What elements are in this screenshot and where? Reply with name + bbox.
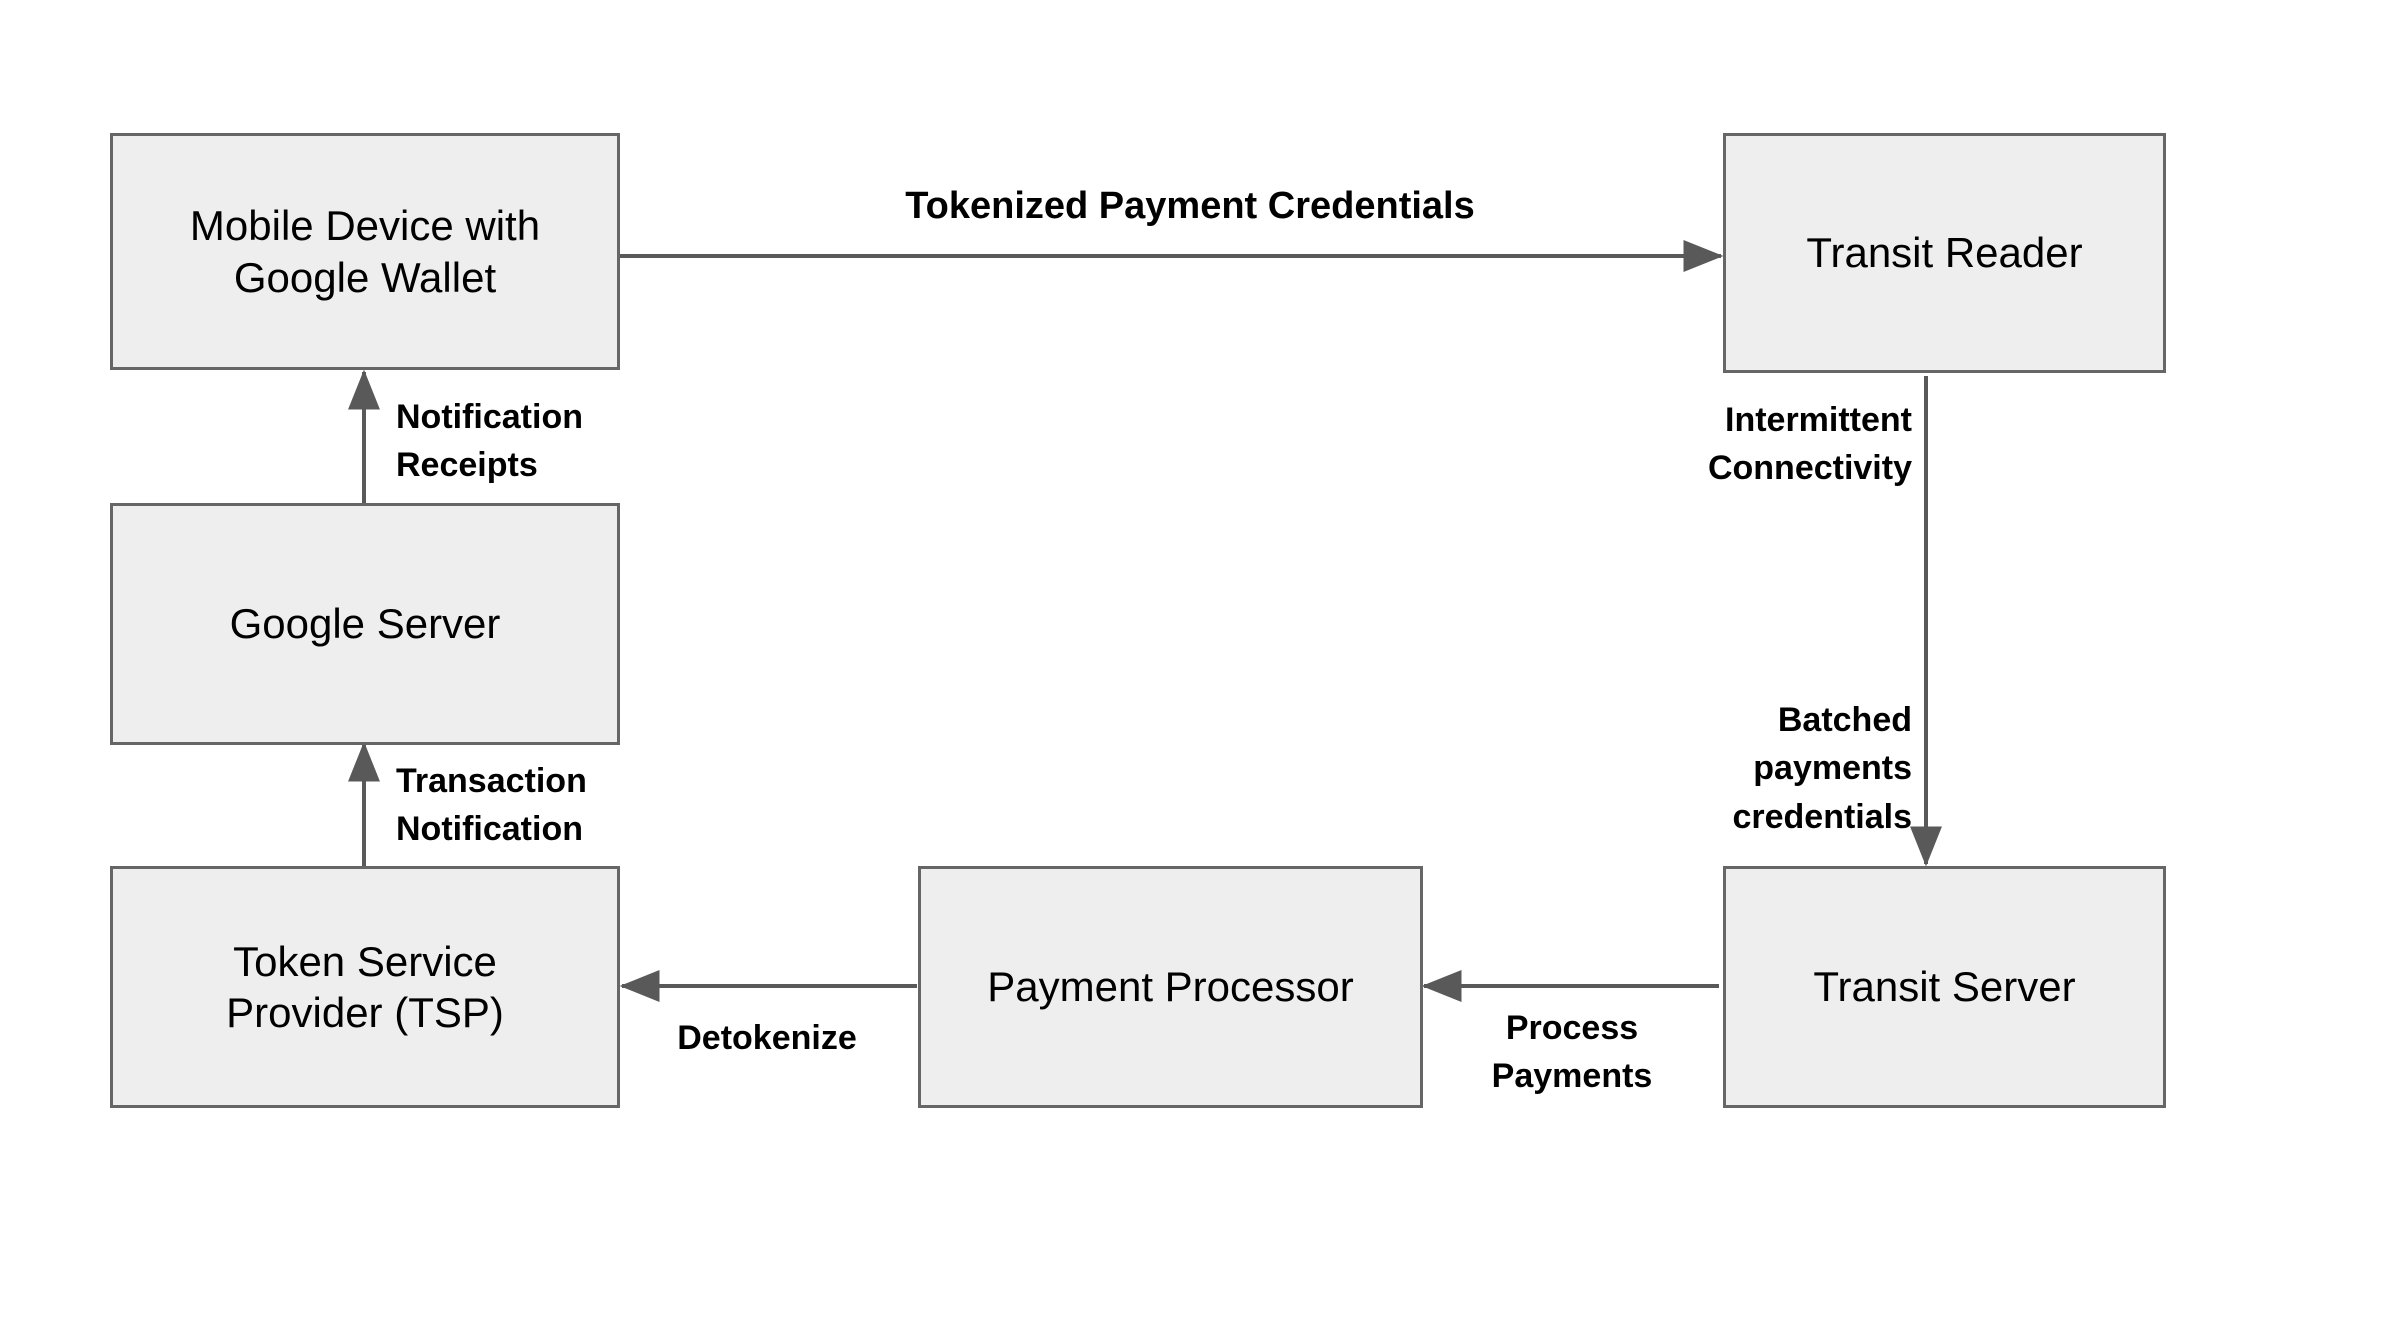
edge-label-batched-payments-credentials: Batched payments credentials (1732, 701, 1912, 836)
node-google-server-label: Google Server (229, 600, 501, 648)
edge-label-intermittent-connectivity: Intermittent Connectivity (1707, 401, 1912, 488)
node-token-service-provider[interactable]: Token Service Provider (TSP) (110, 866, 620, 1108)
node-payment-processor-label: Payment Processor (987, 963, 1354, 1011)
node-token-service-provider-label: Token Service Provider (TSP) (226, 937, 504, 1036)
node-transit-server[interactable]: Transit Server (1723, 866, 2166, 1108)
node-mobile-device-label: Mobile Device with Google Wallet (189, 202, 541, 301)
node-google-server[interactable]: Google Server (110, 503, 620, 745)
edge-label-tokenized-payment-credentials: Tokenized Payment Credentials (905, 185, 1475, 227)
node-mobile-device[interactable]: Mobile Device with Google Wallet (110, 133, 620, 370)
node-transit-server-label: Transit Server (1813, 963, 2076, 1011)
node-payment-processor[interactable]: Payment Processor (918, 866, 1423, 1108)
edge-label-process-payments: Process Payments (1491, 1009, 1653, 1096)
node-transit-reader[interactable]: Transit Reader (1723, 133, 2166, 373)
node-transit-reader-label: Transit Reader (1806, 229, 2083, 277)
edge-label-transaction-notification: Transaction Notification (396, 762, 587, 849)
edge-label-detokenize: Detokenize (677, 1019, 857, 1057)
edge-label-notification-receipts: Notification Receipts (396, 398, 583, 485)
